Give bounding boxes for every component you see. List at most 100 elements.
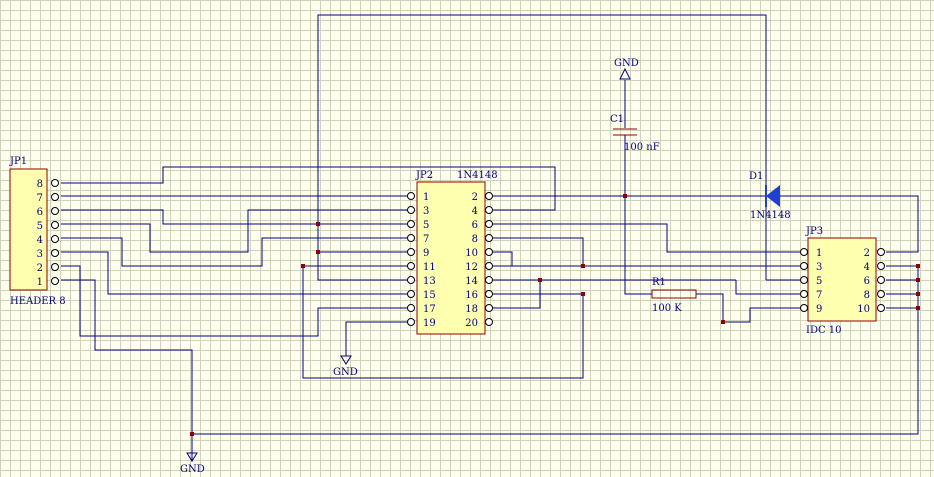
pin-circle[interactable]	[51, 263, 59, 271]
r1-resistor[interactable]: R1 100 K	[651, 277, 697, 314]
pin-circle[interactable]	[407, 192, 415, 200]
pin-number: 7	[423, 234, 429, 245]
pin-circle[interactable]	[51, 277, 59, 285]
d1-diode[interactable]: D1 1N4148	[749, 171, 791, 221]
wire-jp1-1	[61, 279, 193, 462]
pin-circle[interactable]	[800, 304, 808, 312]
pin-circle[interactable]	[485, 262, 493, 270]
pin-number: 12	[465, 262, 478, 273]
wire-jp1-3	[61, 251, 408, 295]
pin-circle[interactable]	[407, 262, 415, 270]
jp2-body	[416, 181, 486, 335]
junction-dot	[623, 194, 627, 198]
pin-number: 19	[423, 318, 436, 329]
pin-circle[interactable]	[800, 276, 808, 284]
pin-circle[interactable]	[407, 234, 415, 242]
pin-number: 16	[465, 290, 478, 301]
junction-dot	[916, 306, 920, 310]
pin-circle[interactable]	[407, 276, 415, 284]
pin-number: 18	[465, 304, 478, 315]
pin-circle[interactable]	[485, 206, 493, 214]
pin-circle[interactable]	[407, 290, 415, 298]
c1-capacitor[interactable]: C1 100 nF	[610, 114, 660, 153]
pin-circle[interactable]	[407, 206, 415, 214]
pin-number: 5	[816, 276, 822, 287]
pin-circle[interactable]	[485, 248, 493, 256]
r1-value: 100 K	[652, 303, 682, 314]
pin-circle[interactable]	[485, 192, 493, 200]
pin-circle[interactable]	[485, 234, 493, 242]
pin-circle[interactable]	[485, 220, 493, 228]
r1-body	[651, 289, 697, 299]
pin-number: 11	[423, 262, 436, 273]
jp3-value: IDC 10	[806, 325, 842, 336]
wire-jp2-13	[317, 224, 408, 281]
pin-circle[interactable]	[407, 220, 415, 228]
pin-circle[interactable]	[407, 248, 415, 256]
pin-circle[interactable]	[51, 207, 59, 215]
wire-jp2-19	[345, 321, 408, 356]
pin-number: 1	[423, 192, 429, 203]
gnd-arrow-icon	[186, 452, 198, 462]
gnd-label: GND	[333, 367, 358, 378]
wires	[61, 14, 919, 462]
junction-dot	[916, 278, 920, 282]
pin-circle[interactable]	[485, 304, 493, 312]
pin-circle[interactable]	[485, 318, 493, 326]
c1-value: 100 nF	[624, 142, 660, 153]
pin-number: 4	[472, 206, 478, 217]
junction-dot	[916, 264, 920, 268]
pin-circle[interactable]	[51, 221, 59, 229]
pin-circle[interactable]	[407, 304, 415, 312]
pin-circle[interactable]	[877, 248, 885, 256]
wire-jp1-4	[61, 237, 408, 267]
pin-circle[interactable]	[800, 290, 808, 298]
pin-circle[interactable]	[485, 276, 493, 284]
pin-circle[interactable]	[407, 318, 415, 326]
pin-number: 3	[423, 206, 429, 217]
pin-number: 8	[472, 234, 478, 245]
r1-ref: R1	[652, 277, 666, 288]
pin-number: 1	[37, 277, 43, 288]
wire-c1	[624, 140, 652, 295]
pin-circle[interactable]	[800, 262, 808, 270]
jp2-value: 1N4148	[457, 170, 498, 181]
pin-circle[interactable]	[800, 248, 808, 256]
pin-number: 3	[816, 262, 822, 273]
wire-jp1-5	[61, 209, 408, 253]
pin-circle[interactable]	[877, 262, 885, 270]
d1-value: 1N4148	[750, 210, 791, 221]
wire-jp2-10	[493, 251, 800, 267]
jp1-value: HEADER 8	[10, 296, 66, 307]
junction-dot	[316, 250, 320, 254]
pin-number: 10	[857, 304, 870, 315]
junction-dot	[190, 432, 194, 436]
pin-number: 1	[816, 248, 822, 259]
jp2-connector[interactable]: JP2 1N4148 13579111315171924681012141618…	[407, 170, 498, 335]
pin-number: 2	[37, 263, 43, 274]
pin-circle[interactable]	[877, 304, 885, 312]
pin-circle[interactable]	[877, 276, 885, 284]
pin-circle[interactable]	[51, 179, 59, 187]
pin-number: 7	[816, 290, 822, 301]
wire-jp1-6	[61, 209, 408, 225]
gnd-symbol-c1: GND	[614, 58, 639, 80]
pin-circle[interactable]	[51, 249, 59, 257]
jp3-body	[807, 237, 877, 322]
jp1-body	[9, 168, 48, 291]
pin-circle[interactable]	[51, 193, 59, 201]
wire-jp2-8	[493, 237, 584, 266]
jp2-ref: JP2	[415, 170, 433, 181]
pin-number: 2	[472, 192, 478, 203]
junction-dot	[316, 222, 320, 226]
pin-circle[interactable]	[877, 290, 885, 298]
pin-circle[interactable]	[485, 290, 493, 298]
junction-dot	[538, 278, 542, 282]
pin-number: 9	[816, 304, 822, 315]
pin-circle[interactable]	[51, 235, 59, 243]
